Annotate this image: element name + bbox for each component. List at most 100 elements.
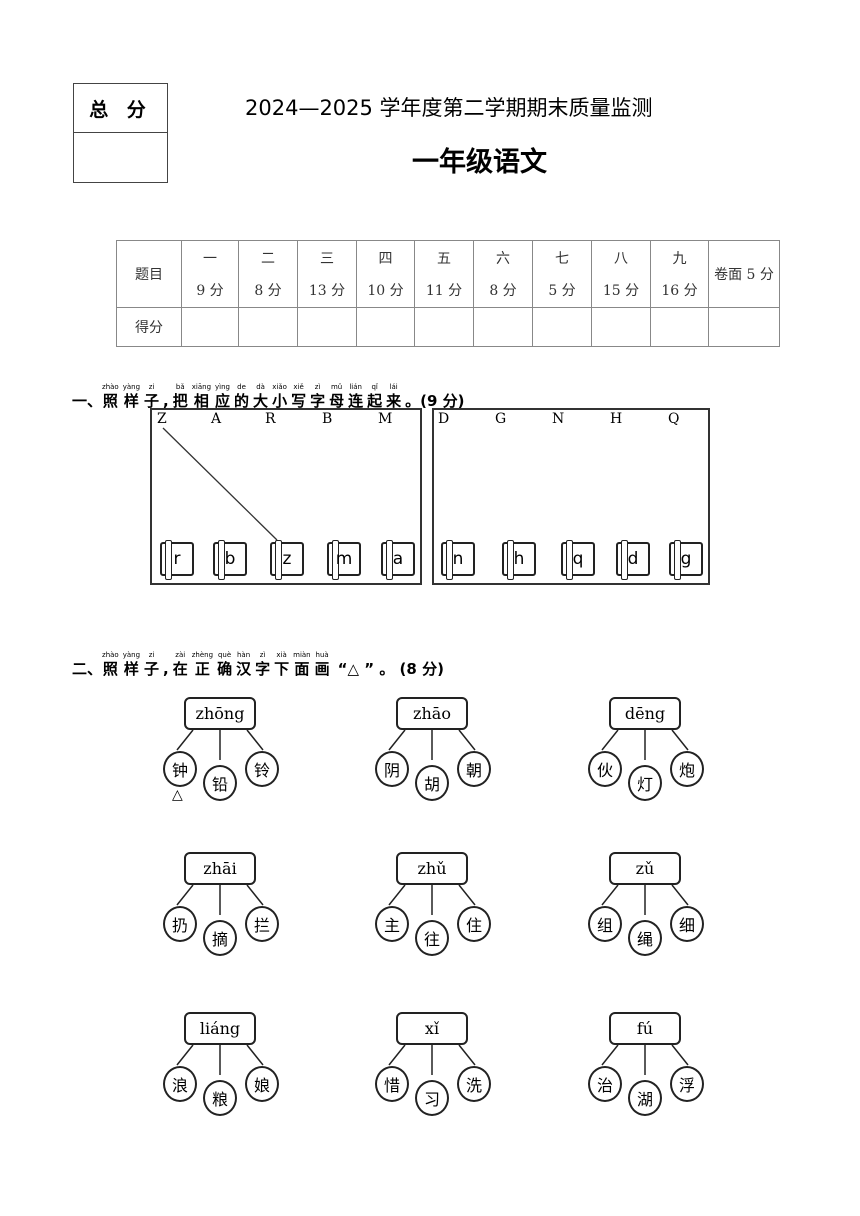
score-cell[interactable]: [356, 307, 415, 347]
character-option[interactable]: 湖: [628, 1080, 662, 1116]
character-option[interactable]: 伙: [588, 751, 622, 787]
connector-lines: [388, 884, 476, 915]
character-option[interactable]: 住: [457, 906, 491, 942]
score-cell[interactable]: [238, 307, 298, 347]
uppercase-letter[interactable]: D: [438, 411, 450, 427]
character-option[interactable]: 钟: [163, 751, 197, 787]
character-option[interactable]: 朝: [457, 751, 491, 787]
lowercase-letter-card[interactable]: g: [669, 540, 703, 580]
lowercase-letter: d: [627, 549, 639, 569]
character-option[interactable]: 惜: [375, 1066, 409, 1102]
exam-title: 2024—2025 学年度第二学期期末质量监测: [245, 96, 653, 120]
score-cell[interactable]: [708, 307, 780, 347]
character-option[interactable]: 粮: [203, 1080, 237, 1116]
uppercase-letter[interactable]: H: [610, 411, 623, 427]
score-cell[interactable]: [181, 307, 239, 347]
lowercase-letter-card[interactable]: h: [502, 540, 536, 580]
left-match-box: [150, 408, 422, 585]
uppercase-letter[interactable]: M: [378, 411, 393, 427]
lowercase-letter-card[interactable]: a: [381, 540, 415, 580]
pinyin-box: dēng: [609, 697, 681, 730]
connector-lines: [176, 884, 264, 915]
character-option[interactable]: 往: [415, 920, 449, 956]
score-table-score-row: 得分: [116, 307, 780, 347]
character-option[interactable]: 胡: [415, 765, 449, 801]
character-option[interactable]: 阴: [375, 751, 409, 787]
uppercase-letter[interactable]: Z: [157, 411, 167, 427]
lowercase-letter-card[interactable]: n: [441, 540, 475, 580]
lowercase-letter: z: [282, 549, 292, 569]
uppercase-letter[interactable]: N: [552, 411, 565, 427]
right-match-box: [432, 408, 710, 585]
character-option[interactable]: 铅: [203, 765, 237, 801]
subject-title: 一年级语文: [412, 147, 547, 178]
connector-lines: [176, 729, 264, 760]
lowercase-letter: r: [173, 549, 181, 569]
character-option[interactable]: 娘: [245, 1066, 279, 1102]
lowercase-letter-card[interactable]: d: [616, 540, 650, 580]
pinyin-box: fú: [609, 1012, 681, 1045]
character-option[interactable]: 绳: [628, 920, 662, 956]
character-option[interactable]: 铃: [245, 751, 279, 787]
lowercase-letter: a: [392, 549, 404, 569]
score-cell[interactable]: [532, 307, 592, 347]
pinyin-box: zhāi: [184, 852, 256, 885]
character-option[interactable]: 灯: [628, 765, 662, 801]
lowercase-letter-card[interactable]: m: [327, 540, 361, 580]
character-option[interactable]: 习: [415, 1080, 449, 1116]
lowercase-letter-card[interactable]: b: [213, 540, 247, 580]
lowercase-letter: n: [452, 549, 464, 569]
lowercase-letter-card[interactable]: q: [561, 540, 595, 580]
ruby-char: ,: [163, 660, 169, 678]
character-option[interactable]: 治: [588, 1066, 622, 1102]
lowercase-letter-card[interactable]: r: [160, 540, 194, 580]
uppercase-letter[interactable]: R: [265, 411, 276, 427]
character-option[interactable]: 组: [588, 906, 622, 942]
character-option[interactable]: 浮: [670, 1066, 704, 1102]
pinyin-choice-group: zhōng 钟铅铃 △: [163, 695, 283, 805]
lowercase-letter: g: [680, 549, 692, 569]
score-cell[interactable]: [297, 307, 357, 347]
character-option[interactable]: 洗: [457, 1066, 491, 1102]
character-option[interactable]: 炮: [670, 751, 704, 787]
triangle-mark-icon: △: [172, 787, 183, 803]
character-option[interactable]: 主: [375, 906, 409, 942]
lowercase-letter-card[interactable]: z: [270, 540, 304, 580]
score-cell[interactable]: [414, 307, 474, 347]
uppercase-letter[interactable]: B: [322, 411, 333, 427]
connector-lines: [601, 1044, 689, 1075]
score-cell[interactable]: [591, 307, 651, 347]
lowercase-letter: h: [513, 549, 525, 569]
character-option[interactable]: 扔: [163, 906, 197, 942]
total-score-box: 总 分: [73, 83, 168, 183]
uppercase-letter[interactable]: Q: [668, 411, 680, 427]
character-option[interactable]: 细: [670, 906, 704, 942]
uppercase-letter[interactable]: A: [211, 411, 222, 427]
uppercase-letter[interactable]: G: [495, 411, 507, 427]
character-option[interactable]: 浪: [163, 1066, 197, 1102]
character-option[interactable]: 摘: [203, 920, 237, 956]
pinyin-box: zhōng: [184, 697, 256, 730]
character-option[interactable]: 拦: [245, 906, 279, 942]
